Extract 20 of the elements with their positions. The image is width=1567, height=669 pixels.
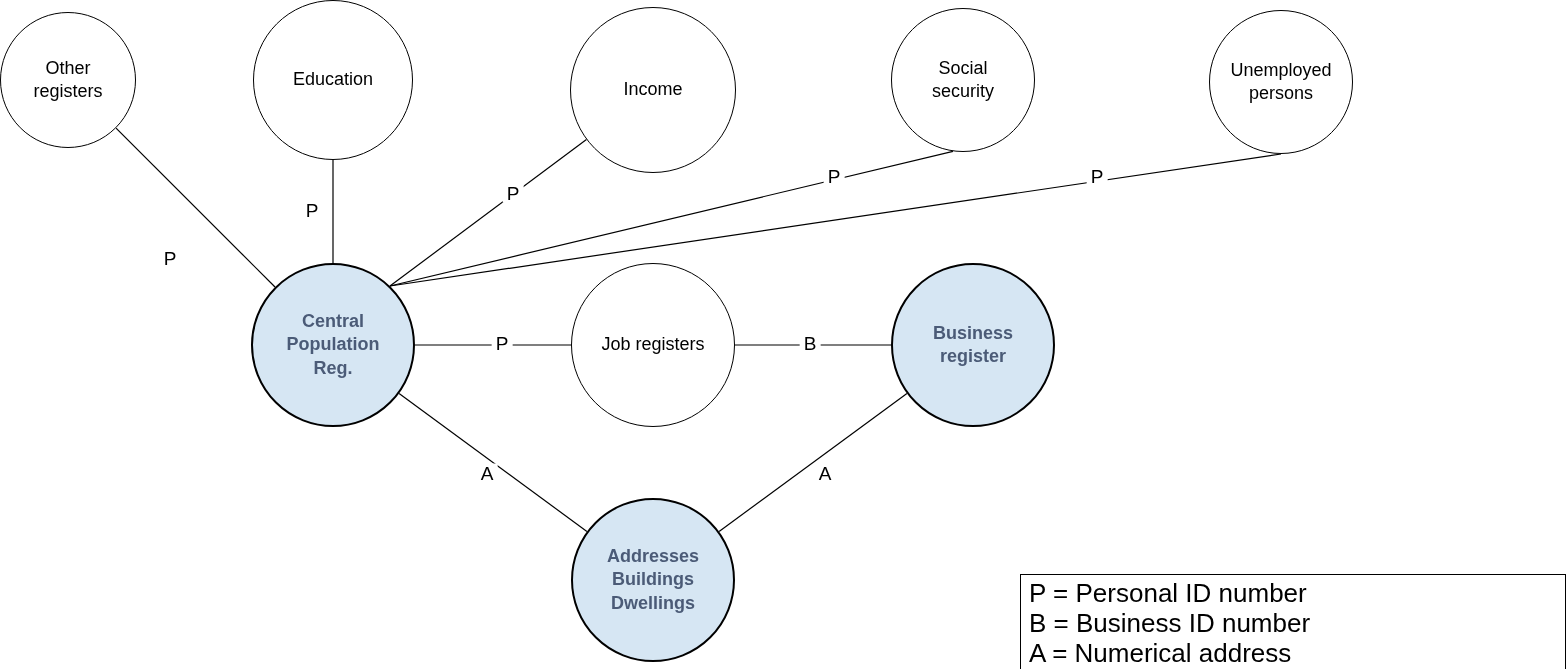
circle-label: Social security	[931, 56, 995, 103]
circle-label: Unemployed persons	[1229, 58, 1333, 105]
circle-label: Business register	[931, 321, 1014, 368]
circle-label: Education	[292, 68, 374, 92]
connector-line	[734, 344, 892, 346]
key-text: P = Personal ID number	[1029, 579, 1308, 610]
circle-label: Income	[623, 78, 683, 102]
connector-line	[398, 392, 588, 533]
key-text: B = Business ID number	[1029, 609, 1312, 640]
connector-line	[332, 159, 334, 264]
edge-label: P	[502, 183, 524, 203]
circle-label: Central Population Reg.	[285, 309, 381, 380]
circle-label: Addresses Buildings Dwellings	[605, 544, 701, 615]
key-text: A = Numerical address	[1029, 639, 1293, 669]
connector-line	[414, 344, 572, 346]
connector-line	[115, 127, 276, 288]
connector-line	[389, 139, 588, 287]
circle-label: Job registers	[601, 333, 705, 357]
connector-line	[718, 392, 908, 533]
circle-label: Other registers	[32, 56, 104, 103]
